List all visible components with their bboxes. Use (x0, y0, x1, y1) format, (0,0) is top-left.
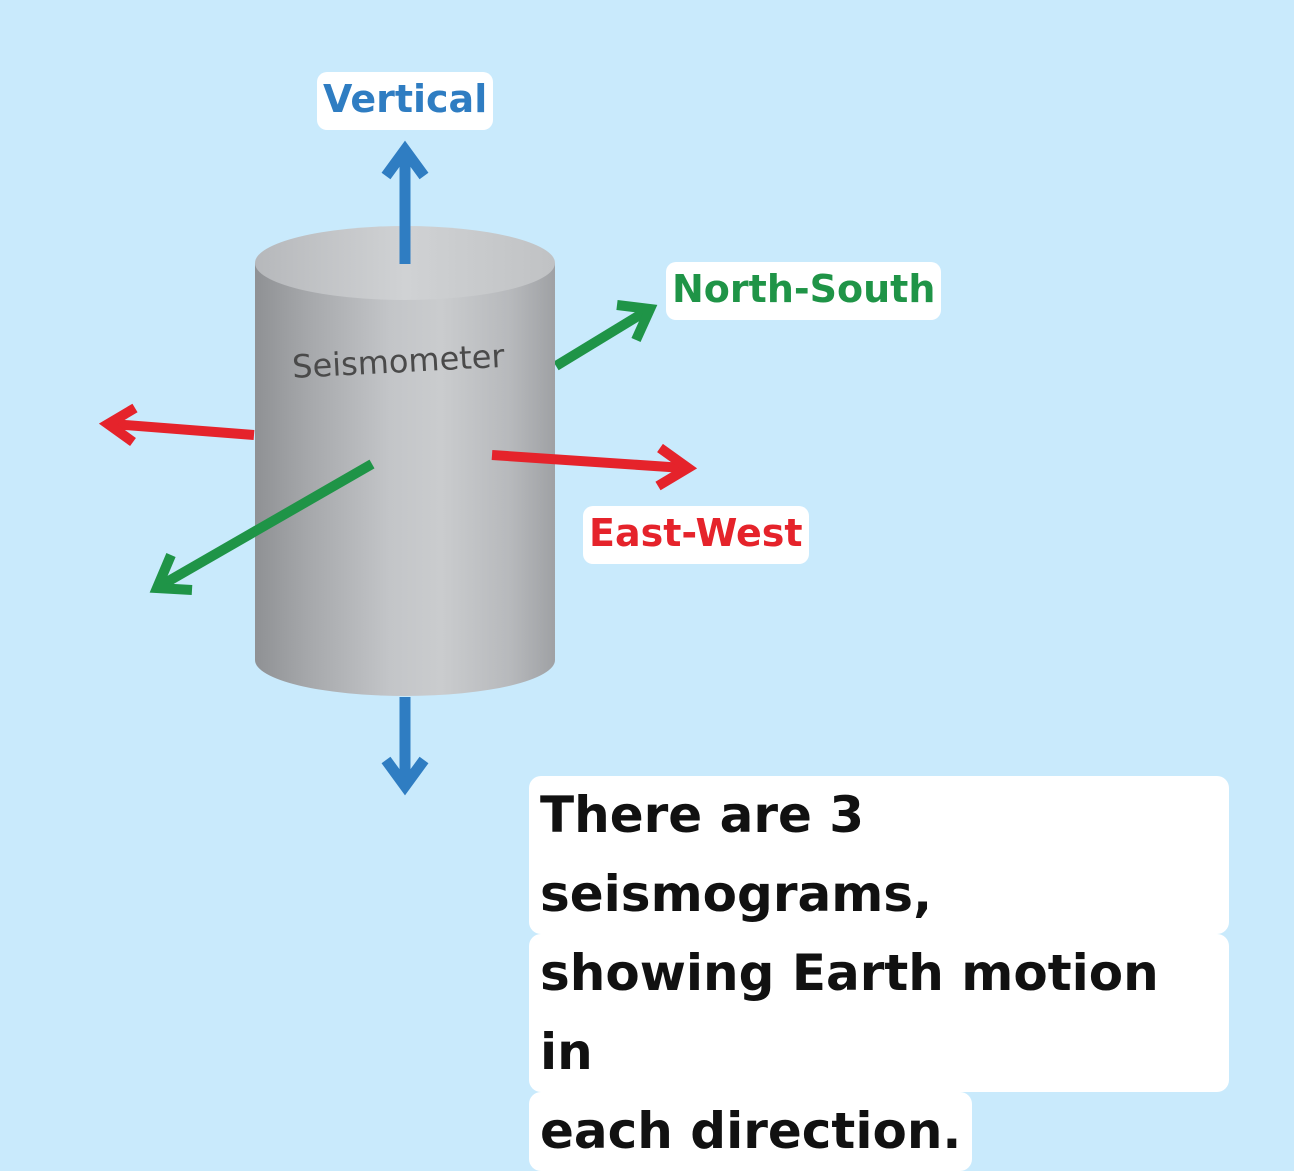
vertical-axis-label: Vertical (317, 72, 494, 130)
caption-line-3: each direction. (529, 1092, 973, 1171)
east-west-axis-label: East-West (583, 506, 809, 564)
vertical-arrow-up (381, 140, 429, 264)
north-south-axis-label: North-South (666, 262, 942, 320)
caption-line-1: There are 3 seismograms, (529, 776, 1229, 934)
north-south-arrow-down (149, 459, 375, 595)
east-west-arrow-left (98, 403, 255, 447)
seismometer-diagram: Seismometer (98, 140, 698, 796)
vertical-arrow-down (381, 697, 429, 796)
seismometer-cylinder: Seismometer (255, 226, 555, 696)
north-south-arrow-up (553, 300, 658, 371)
caption: There are 3 seismograms, showing Earth m… (529, 776, 1229, 1171)
east-west-arrow-right (491, 443, 698, 491)
caption-line-2: showing Earth motion in (529, 934, 1229, 1092)
